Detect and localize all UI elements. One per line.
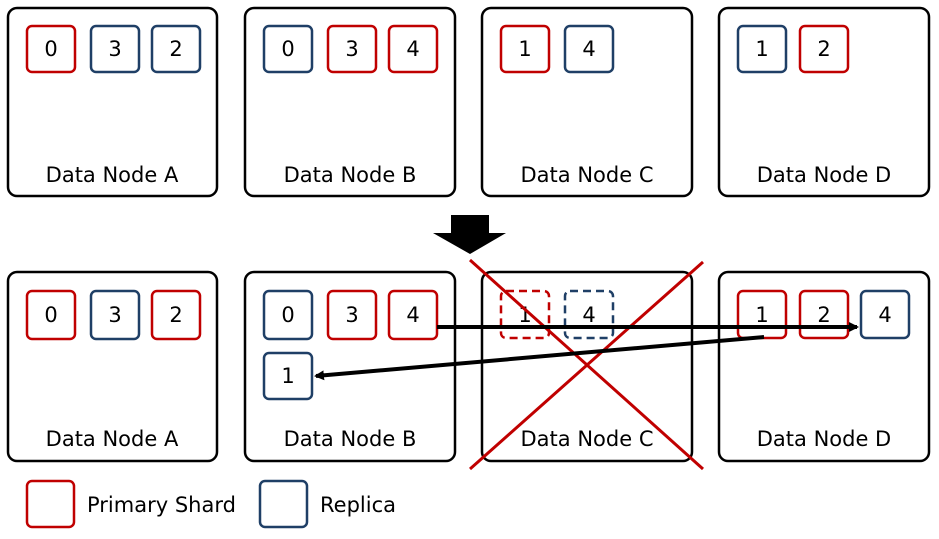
shard-id: 1 bbox=[518, 303, 531, 327]
before-row: 0 3 2 Data Node A 0 3 bbox=[6, 6, 931, 198]
shard-id: 4 bbox=[406, 37, 419, 61]
shard-id: 2 bbox=[817, 303, 830, 327]
shard-id: 1 bbox=[281, 364, 294, 388]
shard-chip: 2 bbox=[798, 289, 850, 340]
after-node-b: 0 3 4 1 Data Node B bbox=[243, 270, 457, 463]
shard-box-replica bbox=[89, 289, 141, 341]
shard-id: 1 bbox=[755, 37, 768, 61]
replicate-arrow-shard-1 bbox=[314, 335, 765, 381]
after-node-d: 1 2 4 Data Node D bbox=[717, 270, 931, 463]
before-node-d: 1 2 Data Node D bbox=[717, 6, 931, 198]
node-label: Data Node A bbox=[46, 427, 179, 451]
shard-box-replica bbox=[150, 24, 202, 74]
shard-id: 0 bbox=[44, 37, 57, 61]
node-label: Data Node D bbox=[757, 427, 891, 451]
shard-box-replica bbox=[262, 289, 314, 341]
node-label: Data Node B bbox=[284, 427, 417, 451]
legend-item-replica: Replica bbox=[258, 479, 396, 529]
after-row: 0 3 2 Data Node A 0 3 bbox=[6, 258, 931, 471]
shard-id: 4 bbox=[406, 303, 419, 327]
shard-chip: 4 bbox=[387, 24, 439, 74]
legend: Primary Shard Replica bbox=[25, 479, 396, 529]
legend-swatch-primary bbox=[25, 479, 76, 529]
shard-box-primary bbox=[326, 24, 378, 74]
shard-chip-promoted: 1 bbox=[736, 289, 788, 340]
node-label: Data Node B bbox=[284, 163, 417, 187]
shard-chip-lost: 1 bbox=[499, 289, 551, 340]
shard-chip: 0 bbox=[25, 24, 77, 74]
shard-id: 4 bbox=[582, 37, 595, 61]
shard-id: 2 bbox=[169, 37, 182, 61]
shard-box-primary bbox=[25, 289, 77, 341]
shard-chip: 0 bbox=[262, 24, 314, 74]
transition-arrow-icon bbox=[433, 215, 506, 254]
shard-id: 0 bbox=[281, 303, 294, 327]
shard-id: 1 bbox=[755, 303, 768, 327]
shard-id: 2 bbox=[169, 303, 182, 327]
shard-chip-new-replica: 4 bbox=[859, 289, 911, 340]
shard-chip: 2 bbox=[150, 24, 202, 74]
shard-chip-lost: 4 bbox=[563, 289, 615, 340]
cross-line bbox=[469, 260, 704, 471]
shard-chip: 3 bbox=[326, 289, 378, 341]
shard-chip: 0 bbox=[262, 289, 314, 341]
shard-chip: 3 bbox=[89, 289, 141, 341]
shard-chip-new-replica: 1 bbox=[262, 351, 314, 401]
shard-box-primary bbox=[387, 289, 439, 341]
shard-id: 3 bbox=[108, 303, 121, 327]
legend-swatch-replica bbox=[258, 479, 309, 529]
shard-id: 2 bbox=[817, 37, 830, 61]
before-node-a: 0 3 2 Data Node A bbox=[6, 6, 219, 198]
shard-box-primary bbox=[25, 24, 77, 74]
shard-id: 4 bbox=[582, 303, 595, 327]
shard-box-primary bbox=[798, 24, 850, 74]
shard-chip: 3 bbox=[89, 24, 141, 74]
failure-cross-icon bbox=[468, 258, 705, 471]
shard-chip: 1 bbox=[736, 24, 788, 74]
shard-chip: 2 bbox=[150, 289, 202, 341]
shard-box-replica bbox=[563, 24, 615, 74]
shard-box-replica bbox=[736, 24, 788, 74]
shard-box-primary bbox=[150, 289, 202, 341]
shard-id: 3 bbox=[345, 37, 358, 61]
shard-chip: 1 bbox=[499, 24, 551, 74]
node-label: Data Node A bbox=[46, 163, 179, 187]
shard-chip: 0 bbox=[25, 289, 77, 341]
shard-chip: 3 bbox=[326, 24, 378, 74]
shard-id: 4 bbox=[878, 303, 891, 327]
shard-box-primary bbox=[499, 24, 551, 74]
shard-box-replica bbox=[262, 351, 314, 401]
shard-box-replica bbox=[89, 24, 141, 74]
shard-chip: 2 bbox=[798, 24, 850, 74]
before-node-b: 0 3 4 Data Node B bbox=[243, 6, 457, 198]
legend-label: Primary Shard bbox=[87, 493, 236, 517]
shard-box-primary bbox=[326, 289, 378, 341]
node-label: Data Node C bbox=[521, 427, 654, 451]
shard-id: 0 bbox=[281, 37, 294, 61]
shard-id: 0 bbox=[44, 303, 57, 327]
before-node-c: 1 4 Data Node C bbox=[480, 6, 694, 198]
shard-id: 3 bbox=[108, 37, 121, 61]
shard-box-replica bbox=[859, 289, 911, 340]
shard-box-primary bbox=[387, 24, 439, 74]
shard-chip: 4 bbox=[563, 24, 615, 74]
node-label: Data Node C bbox=[521, 163, 654, 187]
shard-chip: 4 bbox=[387, 289, 439, 341]
after-node-a: 0 3 2 Data Node A bbox=[6, 270, 219, 463]
shard-box-replica bbox=[262, 24, 314, 74]
legend-label: Replica bbox=[320, 493, 396, 517]
shard-id: 1 bbox=[518, 37, 531, 61]
shard-id: 3 bbox=[345, 303, 358, 327]
legend-item-primary: Primary Shard bbox=[25, 479, 236, 529]
node-label: Data Node D bbox=[757, 163, 891, 187]
